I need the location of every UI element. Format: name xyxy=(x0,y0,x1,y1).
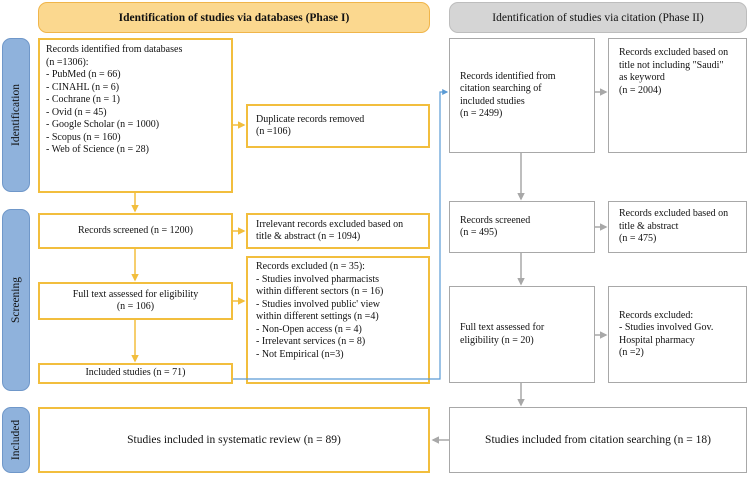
phase2-screened-text: Records screened (n = 495) xyxy=(460,214,531,239)
phase1-included-box: Included studies (n = 71) xyxy=(38,363,233,384)
phase2-fulltext-box: Full text assessed for eligibility (n = … xyxy=(449,286,595,383)
phase1-screened-text: Records screened (n = 1200) xyxy=(77,224,194,236)
stage-included: Included xyxy=(2,407,30,473)
systematic-review-box: Studies included in systematic review (n… xyxy=(38,407,430,473)
phase2-fulltext-text: Full text assessed for eligibility (n = … xyxy=(460,322,545,346)
systematic-review-text: Studies included in systematic review (n… xyxy=(127,433,341,446)
phase2-excluded-abstract-box: Records excluded based on title & abstra… xyxy=(608,201,747,253)
phase1-screened-box: Records screened (n = 1200) xyxy=(38,213,233,249)
phase1-fulltext-box: Full text assessed for eligibility (n = … xyxy=(38,282,233,320)
stage-identification: Identification xyxy=(2,38,30,192)
phase2-screened-box: Records screened (n = 495) xyxy=(449,201,595,253)
phase1-irrelevant-box: Irrelevant records excluded based on tit… xyxy=(246,213,430,249)
phase1-irrelevant-text: Irrelevant records excluded based on tit… xyxy=(256,218,404,243)
phase1-excluded-text: Records excluded (n = 35): - Studies inv… xyxy=(256,261,384,360)
phase2-header-text: Identification of studies via citation (… xyxy=(492,11,704,24)
phase1-fulltext-text: Full text assessed for eligibility (n = … xyxy=(72,288,199,313)
phase2-header: Identification of studies via citation (… xyxy=(449,2,747,33)
phase2-identified-text: Records identified from citation searchi… xyxy=(460,70,556,120)
phase2-excluded-abstract-text: Records excluded based on title & abstra… xyxy=(619,208,729,245)
phase1-duplicates-box: Duplicate records removed (n =106) xyxy=(246,104,430,148)
phase1-identified-text: Records identified from databases (n =13… xyxy=(46,44,183,155)
phase2-excluded-title-text: Records excluded based on title not incl… xyxy=(619,47,729,96)
phase2-excluded-title-box: Records excluded based on title not incl… xyxy=(608,38,747,153)
phase1-header-text: Identification of studies via databases … xyxy=(118,11,350,24)
phase2-identified-box: Records identified from citation searchi… xyxy=(449,38,595,153)
stage-screening: Screening xyxy=(2,209,30,391)
citation-included-box: Studies included from citation searching… xyxy=(449,407,747,473)
phase1-included-text: Included studies (n = 71) xyxy=(85,367,186,379)
phase1-header: Identification of studies via databases … xyxy=(38,2,430,33)
phase1-duplicates-text: Duplicate records removed (n =106) xyxy=(256,113,365,138)
arrow-p1-included-to-p2 xyxy=(233,89,449,380)
citation-included-text: Studies included from citation searching… xyxy=(485,433,711,446)
phase1-excluded-box: Records excluded (n = 35): - Studies inv… xyxy=(246,256,430,384)
phase2-excluded-gov-box: Records excluded: - Studies involved Gov… xyxy=(608,286,747,383)
phase1-identified-box: Records identified from databases (n =13… xyxy=(38,38,233,193)
phase2-excluded-gov-text: Records excluded: - Studies involved Gov… xyxy=(619,309,714,359)
